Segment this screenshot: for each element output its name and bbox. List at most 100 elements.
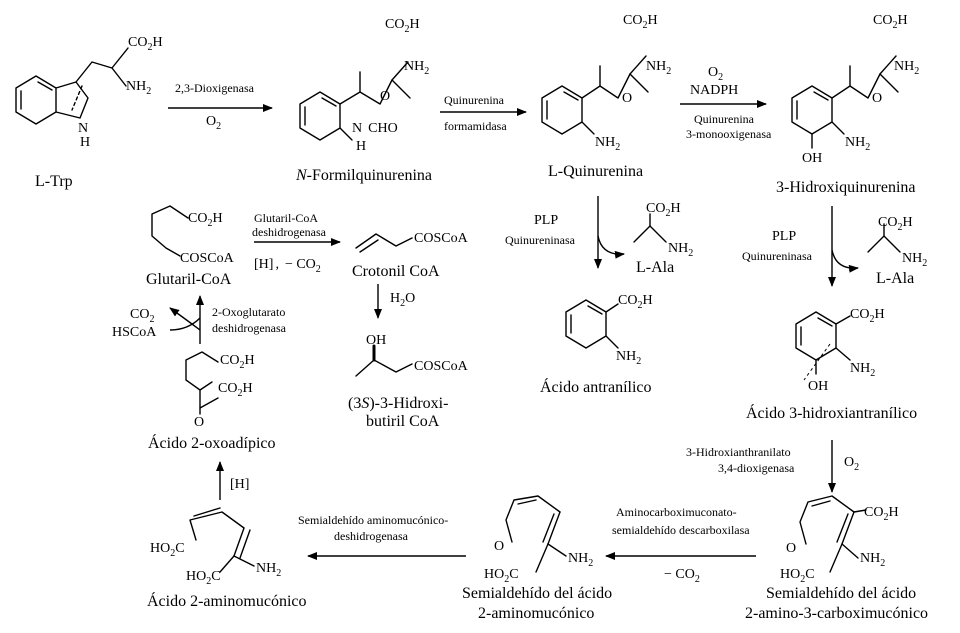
oxoadipico-o: O [194, 415, 204, 430]
oxoadipico-label: Ácido 2-oxoadípico [148, 433, 276, 452]
hidroxiquin-nh2-ring: NH2 [845, 135, 870, 153]
oxoadipico-structure [185, 351, 219, 415]
semi-carboxi-ho2c: HO2C [780, 567, 815, 585]
enzyme-hidroxiantranilato-1: 3-Hidroxianthranilato [686, 445, 791, 459]
aminomuconico-ho2c-1: HO2C [150, 541, 185, 559]
cofactor-o2-3: O2 [844, 455, 859, 473]
hidroxiquin-oh: OH [802, 151, 822, 166]
cofactor-plp-2: PLP [772, 229, 796, 244]
ltrp-label: L-Trp [35, 173, 73, 190]
semi-carboxi-label-1: Semialdehído del ácido [766, 585, 916, 602]
hidroxiquin-structure [791, 55, 899, 149]
lala-2-label: L-Ala [876, 270, 914, 287]
hidroxibutiril-label-1: (3S)-3-Hidroxi- [348, 395, 448, 412]
enzyme-descarboxilasa-2: semialdehído descarboxilasa [612, 523, 750, 537]
hidroxiantranilico-co2h: CO2H [850, 307, 885, 325]
hidroxibutiril-oh: OH [366, 333, 386, 348]
aminomuconico-nh2: NH2 [256, 561, 281, 579]
glutaril-coscoa: COSCoA [180, 251, 235, 266]
lquin-co2h: CO2H [623, 13, 658, 31]
ltrp-h: H [80, 135, 90, 150]
hidroxiantranilico-label: Ácido 3-hidroxiantranílico [746, 403, 917, 422]
lala-1-label: L-Ala [636, 259, 674, 276]
enzyme-oxoglutarato-dh-1: 2-Oxoglutarato [212, 305, 285, 319]
antranilico-label: Ácido antranílico [540, 377, 652, 396]
ltrp-co2h: CO2H [128, 35, 163, 53]
crotonil-structure [355, 233, 413, 253]
cofactor-h-1: [H],− CO2 [254, 257, 321, 275]
aminomuconico-label: Ácido 2-aminomucónico [147, 591, 307, 610]
lala-2-nh2: NH2 [902, 251, 927, 269]
lala-2-co2h: CO2H [878, 215, 913, 233]
lquin-nh2-ring: NH2 [595, 135, 620, 153]
nformil-o: O [380, 89, 390, 104]
semi-carboxi-o: O [786, 541, 796, 556]
semi-carboxi-label-2: 2-amino-3-carboximucónico [745, 605, 928, 622]
enzyme-dioxigenasa: 2,3-Dioxigenasa [175, 81, 255, 95]
enzyme-quinureninasa-2: Quinureninasa [742, 249, 813, 263]
oxoadipico-co2h-2: CO2H [218, 381, 253, 399]
aminomuconico-ho2c-2: HO2C [186, 569, 221, 587]
hidroxibutiril-structure [355, 344, 413, 377]
cofactor-o2-2: O2 [708, 65, 723, 83]
enzyme-semialdehido-dh-1: Semialdehído aminomucónico- [298, 513, 448, 527]
crotonil-coscoa: COSCoA [414, 231, 469, 246]
hidroxiquin-co2h: CO2H [873, 13, 908, 31]
hidroxiquin-o: O [872, 91, 882, 106]
hidroxiquin-label: 3-Hidroxiquinurenina [776, 179, 916, 196]
cofactor-nadph: NADPH [690, 83, 738, 98]
cofactor-h2o: H2O [390, 291, 415, 309]
enzyme-monooxigenasa-2: 3-monooxigenasa [686, 127, 772, 141]
cofactor-co2-out: CO2 [130, 307, 154, 325]
antranilico-co2h: CO2H [618, 293, 653, 311]
cofactor-minus-co2-2: − CO2 [664, 567, 700, 585]
enzyme-monooxigenasa-1: Quinurenina [694, 112, 755, 126]
semi-carboxi-structure [799, 495, 867, 573]
enzyme-oxoglutarato-dh-2: deshidrogenasa [212, 321, 287, 335]
lquin-structure [541, 55, 649, 135]
semi-amino-nh2: NH2 [568, 551, 593, 569]
enzyme-descarboxilasa-1: Aminocarboximuconato- [616, 505, 737, 519]
antranilico-structure [565, 299, 619, 349]
nformil-co2h: CO2H [385, 17, 420, 35]
hidroxibutiril-label-2: butiril CoA [366, 413, 440, 430]
nformil-structure [299, 61, 411, 141]
lala-1-structure [633, 225, 667, 243]
oxoadipico-co2h-1: CO2H [220, 353, 255, 371]
aminomuconico-structure [189, 507, 255, 573]
ltrp-nh2: NH2 [126, 79, 151, 97]
arrow-lala-branch-1 [597, 235, 625, 259]
nformil-h: H [356, 139, 366, 154]
nformil-nh2: NH2 [404, 59, 429, 77]
crotonil-label: Crotonil CoA [352, 263, 440, 280]
semi-amino-label-1: Semialdehído del ácido [462, 585, 612, 602]
semi-amino-label-2: 2-aminomucónico [478, 605, 594, 622]
lquin-nh2-side: NH2 [646, 59, 671, 77]
enzyme-glutaril-dh-2: deshidrogenasa [252, 225, 327, 239]
enzyme-glutaril-dh-1: Glutaril-CoA [254, 211, 318, 225]
ltrp-nh: N [78, 121, 88, 136]
cofactor-o2-1: O2 [206, 114, 221, 132]
enzyme-semialdehido-dh-2: deshidrogenasa [334, 529, 409, 543]
hidroxiantranilico-oh: OH [808, 379, 828, 394]
semi-amino-o: O [494, 539, 504, 554]
lala-1-nh2: NH2 [668, 241, 693, 259]
lala-1-co2h: CO2H [646, 201, 681, 219]
cofactor-h-2: [H] [230, 477, 249, 492]
semi-carboxi-co2h: CO2H [864, 505, 899, 523]
glutaril-label: Glutaril-CoA [146, 271, 232, 288]
cofactor-hscoa: HSCoA [112, 325, 157, 340]
enzyme-formamidasa-1: Quinurenina [444, 93, 505, 107]
enzyme-formamidasa-2: formamidasa [444, 119, 507, 133]
semi-carboxi-nh2: NH2 [860, 551, 885, 569]
cofactor-plp-1: PLP [534, 213, 558, 228]
semi-amino-ho2c: HO2C [484, 567, 519, 585]
ltrp-structure [15, 47, 129, 125]
semi-amino-structure [505, 495, 567, 573]
antranilico-nh2: NH2 [616, 349, 641, 367]
enzyme-quinureninasa-1: Quinureninasa [505, 233, 576, 247]
glutaril-structure [151, 205, 189, 257]
hidroxiantranilico-nh2: NH2 [850, 361, 875, 379]
